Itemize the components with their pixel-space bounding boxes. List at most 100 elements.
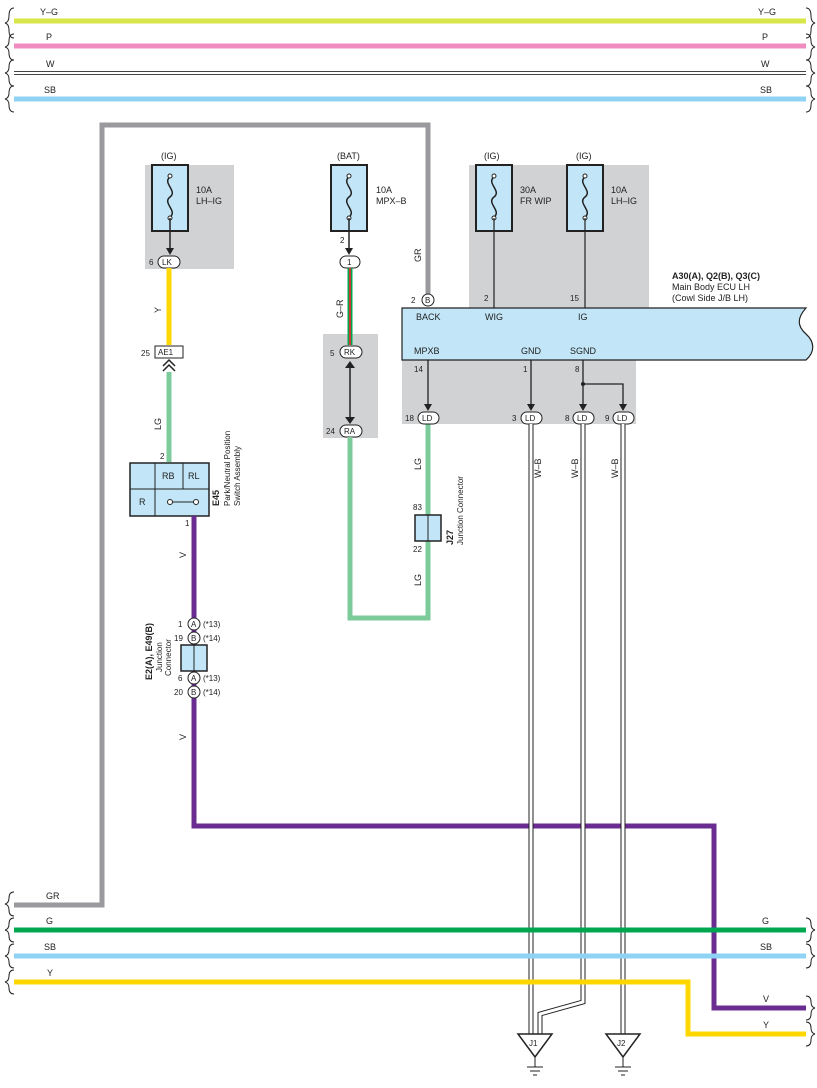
bus-label-sb-right: SB — [760, 85, 772, 95]
svg-text:6: 6 — [149, 258, 154, 267]
bottom-bus-gr-label: GR — [46, 891, 60, 901]
bus-label-yg-right: Y–G — [758, 7, 776, 17]
svg-text:2: 2 — [411, 296, 416, 305]
wire-label-lg2: LG — [413, 458, 423, 470]
e2-row-2: 19 B (*14) — [174, 631, 221, 645]
fuse-name: FR WIP — [520, 196, 552, 206]
svg-text:(*13): (*13) — [203, 674, 221, 683]
svg-text:22: 22 — [413, 545, 422, 554]
fuse-source: (IG) — [484, 151, 500, 161]
svg-text:6: 6 — [178, 674, 183, 683]
svg-text:RA: RA — [344, 427, 356, 436]
fuse-amp: 10A — [196, 185, 212, 195]
svg-text:RK: RK — [344, 348, 356, 357]
bottom-bus-v-label: V — [763, 994, 769, 1004]
e2-name-2: Connector — [164, 639, 173, 676]
top-bus-yg: Y–G Y–G — [14, 7, 806, 24]
ecu-pin-wig: WIG — [485, 312, 503, 322]
svg-text:B: B — [425, 296, 430, 305]
wire-label-y: Y — [153, 307, 163, 313]
svg-text:LD: LD — [617, 414, 627, 423]
connector-ld-9: 9 LD — [605, 411, 635, 425]
j27-name: Junction Connector — [456, 476, 465, 545]
wire-label-g-r: G–R — [335, 299, 345, 318]
wire-label-lg3: LG — [413, 574, 423, 586]
svg-text:G: G — [46, 916, 53, 926]
ecu-pin-mpxb: MPXB — [414, 346, 440, 356]
fuse-amp: 10A — [611, 185, 627, 195]
svg-text:9: 9 — [605, 414, 610, 423]
svg-text:B: B — [191, 634, 196, 643]
bottom-bus-y: Y Y — [14, 968, 806, 1037]
svg-text:2: 2 — [340, 236, 345, 245]
svg-text:Y: Y — [763, 1020, 769, 1030]
switch-name-2: Switch Assembly — [233, 446, 242, 506]
svg-text:R: R — [139, 497, 146, 507]
bus-label-yg-left: Y–G — [40, 7, 58, 17]
svg-text:AE1: AE1 — [158, 348, 174, 357]
connector-ld-18: 18 LD — [405, 411, 440, 425]
svg-text:LD: LD — [422, 414, 432, 423]
top-bus-p: P P — [14, 32, 806, 49]
bottom-bus-g: G G — [14, 916, 806, 933]
svg-text:1: 1 — [185, 519, 190, 528]
svg-text:5: 5 — [330, 349, 335, 358]
fuse-name: LH–IG — [196, 196, 222, 206]
svg-text:LK: LK — [162, 258, 172, 267]
ecu-name: Main Body ECU LH — [672, 282, 750, 292]
ecu-code: A30(A), Q2(B), Q3(C) — [672, 271, 760, 281]
connector-lk: 6 LK — [149, 255, 181, 269]
fuse-mpxb: (BAT) 10A MPX–B — [330, 151, 407, 255]
fuse-amp: 30A — [520, 185, 536, 195]
wire-gr — [14, 122, 431, 908]
switch-name-1: Park/Neutral Position — [223, 431, 232, 506]
e2-code: E2(A), E49(B) — [144, 623, 154, 680]
svg-text:24: 24 — [326, 427, 335, 436]
switch-e45: 2 RB RL R 1 E45 Park/Neutral Position Sw… — [129, 431, 242, 528]
connector-ra: 24 RA — [326, 424, 363, 438]
svg-text:RL: RL — [188, 471, 200, 481]
svg-text:J2: J2 — [617, 1039, 626, 1048]
ecu-pin-back: BACK — [416, 312, 441, 322]
fuse-name: MPX–B — [376, 196, 407, 206]
fuse-name: LH–IG — [611, 196, 637, 206]
svg-text:LD: LD — [577, 414, 587, 423]
top-bus-w: W W — [14, 59, 806, 75]
bus-label-p-left: P — [46, 32, 52, 42]
ground-j1: J1 — [516, 1033, 554, 1076]
e2-name-1: Junction — [155, 642, 164, 672]
wire-v — [191, 516, 806, 1011]
svg-text:A: A — [191, 674, 197, 683]
j27-code: J27 — [445, 530, 455, 545]
wire-label-gr: GR — [413, 248, 423, 262]
svg-text:SB: SB — [760, 942, 772, 952]
wire-label-wb3: W–B — [610, 458, 620, 478]
wire-label-v2: V — [178, 734, 188, 740]
svg-text:19: 19 — [174, 634, 183, 643]
ecu-pin-sgnd: SGND — [570, 346, 597, 356]
svg-text:14: 14 — [414, 365, 423, 374]
svg-text:Y: Y — [47, 968, 53, 978]
fuse-lhig-right: (IG) 10A LH–IG — [566, 151, 637, 308]
svg-text:3: 3 — [512, 414, 517, 423]
e2-row-1: 1 A (*13) — [178, 617, 221, 631]
svg-text:SB: SB — [44, 942, 56, 952]
svg-text:J1: J1 — [529, 1039, 538, 1048]
fuse-lhig-left: (IG) 10A LH–IG — [151, 151, 222, 255]
bus-label-p-right: P — [762, 32, 768, 42]
wire-label-lg1: LG — [153, 418, 163, 430]
fuse-source: (BAT) — [337, 151, 360, 161]
junction-e2-e49: 1 A (*13) 19 B (*14) 6 A (*13) 20 B (*14… — [144, 617, 221, 699]
svg-text:(*13): (*13) — [203, 620, 221, 629]
ecu-sub: (Cowl Side J/B LH) — [672, 293, 748, 303]
svg-text:83: 83 — [413, 503, 422, 512]
bottom-break-marks — [4, 891, 816, 1047]
ecu-main-body: A30(A), Q2(B), Q3(C) Main Body ECU LH (C… — [401, 271, 814, 374]
wire-label-v1: V — [178, 552, 188, 558]
wire-wb-group — [528, 424, 626, 1034]
svg-text:1: 1 — [347, 258, 352, 267]
svg-text:8: 8 — [565, 414, 570, 423]
fuse-source: (IG) — [576, 151, 592, 161]
